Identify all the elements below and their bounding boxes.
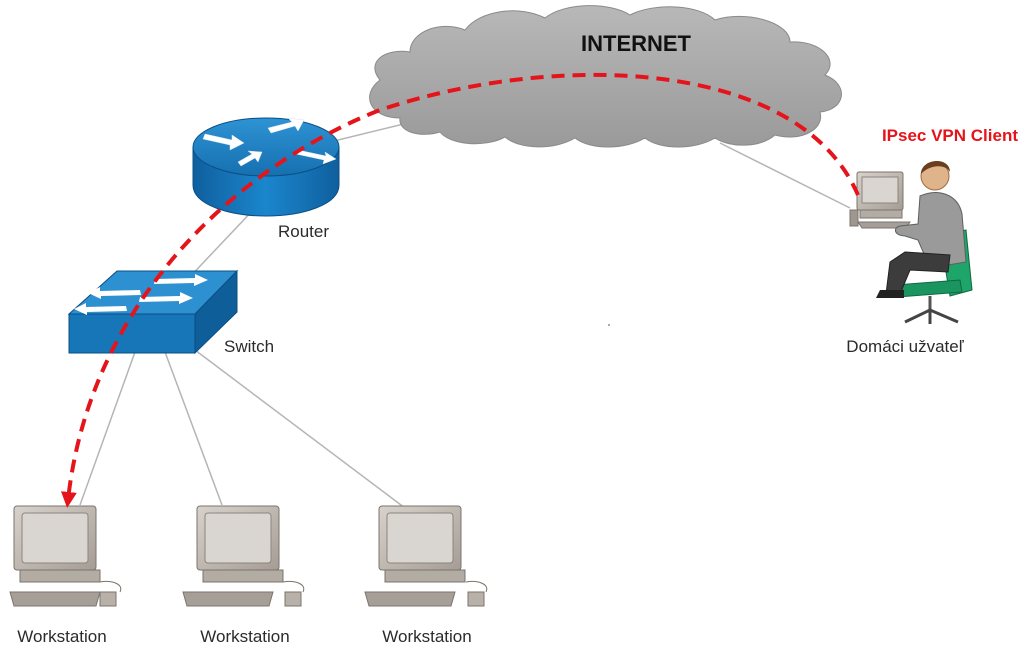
link-switch-workstation-1 <box>79 351 136 506</box>
link-switch-workstation-3 <box>194 349 406 509</box>
remote-user-label: Domáci užvateľ <box>846 337 964 356</box>
vpn-client-label: IPsec VPN Client <box>882 126 1018 145</box>
remote-user: IPsec VPN Client Domáci užvateľ <box>846 126 1018 356</box>
workstation-label: Workstation <box>382 627 471 646</box>
workstation-icon <box>364 505 488 607</box>
workstation-icon <box>9 505 122 607</box>
link-switch-workstation-2 <box>164 351 223 506</box>
workstation-icon <box>182 505 305 607</box>
workstation-label: Workstation <box>200 627 289 646</box>
router-icon: Router <box>192 117 340 241</box>
internet-label: INTERNET <box>581 31 692 56</box>
switch-icon: Switch <box>67 269 274 356</box>
router-label: Router <box>278 222 329 241</box>
workstation-3: Workstation <box>364 505 488 646</box>
switch-label: Switch <box>224 337 274 356</box>
person-at-computer-icon <box>849 160 973 324</box>
workstation-label: Workstation <box>17 627 106 646</box>
link-router-switch <box>184 207 256 283</box>
vpn-tunnel-path <box>60 72 860 508</box>
link-internet-remote <box>719 142 851 209</box>
workstation-2: Workstation <box>182 505 305 646</box>
network-links <box>79 119 851 509</box>
dot-artifact <box>608 324 610 326</box>
workstation-1: Workstation <box>9 505 122 646</box>
